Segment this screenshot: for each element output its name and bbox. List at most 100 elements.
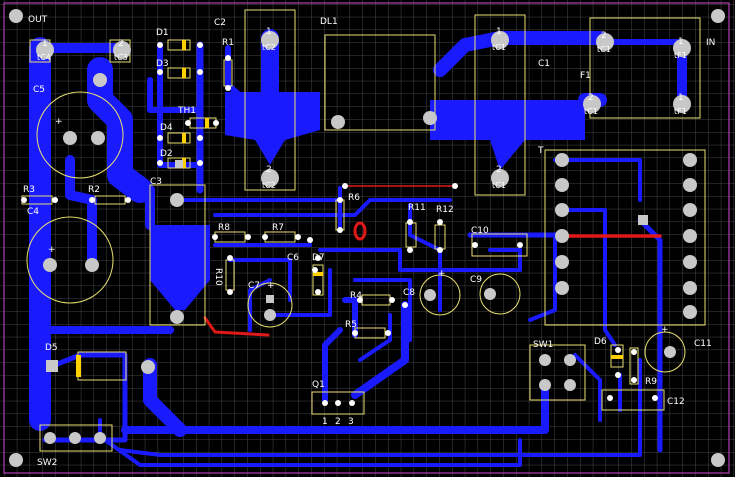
diode-bands [76, 40, 623, 377]
label-c12: C12 [667, 397, 685, 407]
silk-q1 [311, 391, 365, 415]
trace-d3 [147, 77, 203, 113]
label-f1: F1 [580, 71, 591, 81]
label-r1: R1 [222, 38, 234, 48]
pad-tc1-3 [596, 33, 614, 51]
vias-layer[interactable] [21, 42, 658, 406]
plus-c5: + [55, 117, 63, 127]
pad-tc2-1 [261, 31, 279, 49]
pin-tc4-1: 1 [42, 39, 48, 49]
trace-mid-6 [318, 248, 522, 272]
label-d7: D7 [312, 253, 325, 263]
label-r4: R4 [350, 291, 362, 301]
label-r12: R12 [436, 205, 454, 215]
label-c11: C11 [694, 339, 712, 349]
pin-numbers: 1 2 1 2 1 2 2 2 1 1 1 2 3 [42, 27, 684, 427]
top-copper-layer[interactable] [203, 185, 662, 337]
trace-bottom-loop [143, 358, 187, 437]
label-d3: D3 [156, 59, 169, 69]
top-trace-c3 [203, 316, 270, 337]
trace-left-mid [41, 258, 174, 334]
silk-c12 [601, 389, 665, 411]
pour-tc2 [225, 92, 320, 165]
pin-tc2-1: 1 [266, 27, 272, 37]
mount-hole-tr [711, 9, 725, 23]
band-d1 [182, 40, 186, 50]
pad-t-l3 [555, 203, 569, 217]
pin-tc2-2: 2 [266, 165, 272, 175]
silk-c7 [247, 282, 293, 328]
label-r5: R5 [345, 320, 357, 330]
pin-q1-1: 1 [322, 417, 328, 427]
top-via-ring [353, 221, 367, 241]
component-labels: OUT IN C5 C4 R3 R2 D1 D3 D4 D2 TH1 C2 R1… [23, 15, 715, 468]
pad-sw2-3 [94, 432, 106, 444]
pad-c4-1 [43, 258, 57, 272]
silk-c9 [479, 273, 521, 315]
label-c5: C5 [33, 85, 45, 95]
silk-d4 [167, 132, 191, 144]
trace-t-right [637, 217, 663, 453]
pad-t-l6 [555, 281, 569, 295]
pin-tf1-2: 1 [678, 93, 684, 103]
label-c8: C8 [403, 288, 415, 298]
padlabel-tc1b: tC1 [492, 181, 506, 190]
pad-dl1-2 [423, 111, 437, 125]
silk-c3 [149, 184, 206, 326]
pin-tf1-1: 1 [678, 37, 684, 47]
pad-tc1-4 [583, 95, 601, 113]
pad-c4-2 [85, 258, 99, 272]
label-r9: R9 [645, 377, 657, 387]
plus-c11: + [661, 325, 669, 335]
label-c9: C9 [470, 275, 482, 285]
padlabel-tc2b: tC2 [262, 181, 276, 190]
pin-tc1-3: 2 [601, 31, 607, 41]
silk-c2 [244, 9, 296, 191]
label-r2: R2 [88, 185, 100, 195]
pad-tc1-2 [491, 169, 509, 187]
plus-c4: + [48, 245, 56, 255]
plus-c8: + [438, 269, 446, 279]
pad-t-r5 [683, 255, 697, 269]
padlabel-tc2a: tC2 [262, 43, 276, 52]
pin-q1-2: 2 [335, 417, 341, 427]
silk-t [544, 149, 706, 326]
silk-sw2 [39, 424, 113, 452]
pad-c8 [424, 289, 436, 301]
silk-c1 [474, 14, 526, 196]
label-dl1: DL1 [320, 17, 338, 27]
silk-sw1 [529, 344, 586, 401]
band-d6 [611, 355, 623, 359]
label-r10: R10 [213, 268, 223, 286]
label-out: OUT [28, 15, 48, 25]
pin-tc1-4: 2 [588, 93, 594, 103]
band-d5 [76, 355, 81, 377]
label-c7: C7 [248, 281, 260, 291]
pads-layer[interactable] [9, 9, 725, 467]
label-c10: C10 [471, 226, 489, 236]
pad-t-r7 [683, 305, 697, 319]
pad-t-r6 [683, 281, 697, 295]
trace-mid-8 [353, 278, 412, 342]
trace-t-mid [560, 208, 617, 347]
pad-tf1-2 [673, 95, 691, 113]
pad-t-l5 [555, 255, 569, 269]
padlabel-tc1a: tC1 [492, 43, 506, 52]
band-th1 [205, 118, 209, 128]
pad-tc3 [113, 41, 131, 59]
band-d2 [182, 158, 186, 168]
pad-tf1-1 [673, 39, 691, 57]
trace-q1-right [351, 301, 409, 399]
pad-t-l1 [555, 153, 569, 167]
label-c4: C4 [27, 207, 39, 217]
pad-c3-2 [170, 310, 184, 324]
label-in: IN [706, 38, 715, 48]
pad-tc2-2 [261, 169, 279, 187]
pad-c5-1 [93, 73, 107, 87]
label-r3: R3 [23, 185, 35, 195]
pad-t-r3 [683, 203, 697, 217]
silk-d3 [167, 67, 191, 79]
pad-labels: tC4 tC3 tC2 tC2 tC1 tC1 tC1 tC1 tF1 tF1 [37, 43, 687, 190]
square-pads[interactable] [46, 160, 648, 372]
